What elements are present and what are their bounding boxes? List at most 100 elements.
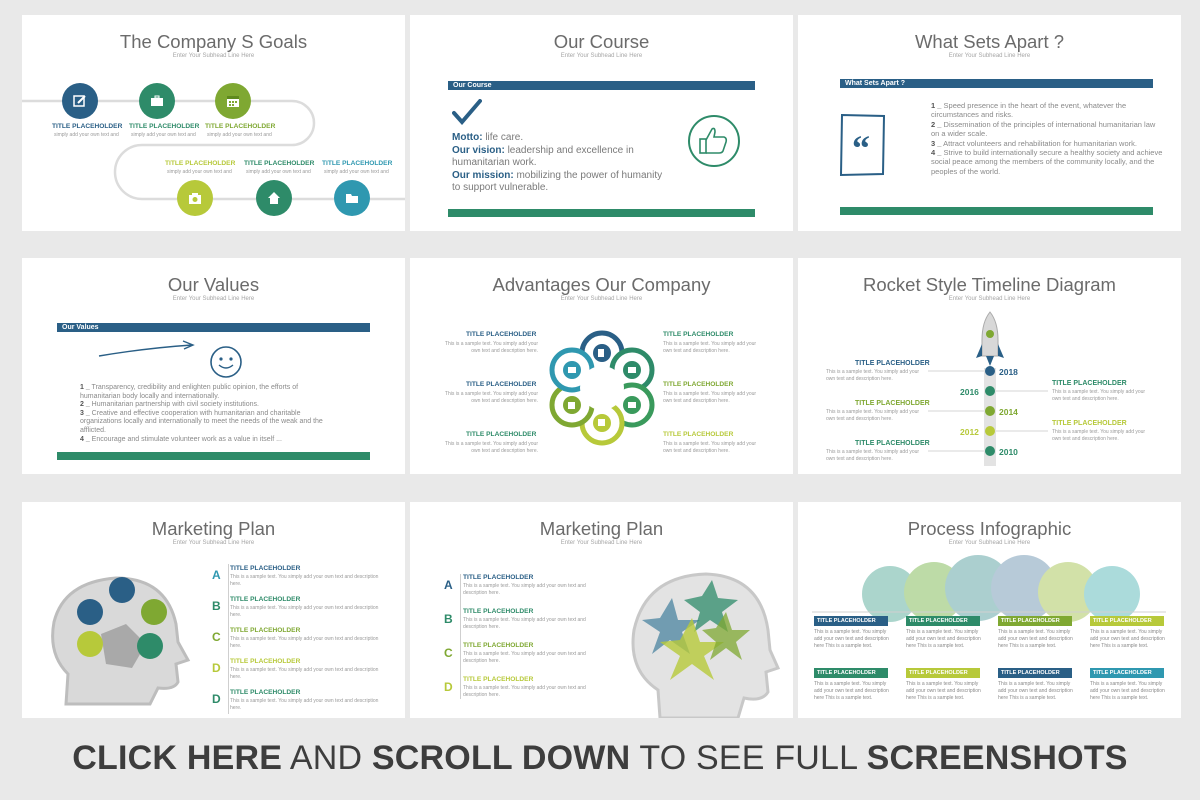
slide-our-course[interactable]: Our Course Enter Your Subhead Line Here … [410, 15, 793, 231]
advantage-label: TITLE PLACEHOLDER [466, 431, 537, 438]
timeline-item-text: This is a sample text. You simply add yo… [826, 369, 920, 382]
slide-subtitle: Enter Your Subhead Line Here [560, 53, 643, 59]
slide-subtitle: Enter Your Subhead Line Here [172, 296, 255, 302]
slide-advantages[interactable]: Advantages Our Company Enter Your Subhea… [410, 258, 793, 474]
vision-label: Our vision: [452, 144, 505, 156]
home-icon [256, 180, 292, 216]
goal-label: TITLE PLACEHOLDER [244, 160, 315, 167]
timeline-dot [985, 366, 995, 376]
edit-icon [62, 83, 98, 119]
process-step-text: This is a sample text. You simply add yo… [1090, 681, 1165, 701]
camera-icon [177, 180, 213, 216]
process-step-text: This is a sample text. You simply add yo… [906, 629, 981, 649]
timeline-item-label: TITLE PLACEHOLDER [855, 440, 930, 447]
rocket-icon [976, 311, 1004, 366]
letter-badge: B [212, 599, 221, 613]
slide-subtitle: Enter Your Subhead Line Here [948, 296, 1031, 302]
goal-text: simply add your own text and [131, 132, 196, 138]
mission-text: mobilizing the power of humanity to supp… [452, 169, 663, 194]
letter-badge: C [212, 630, 221, 644]
section-bar: What Sets Apart ? [840, 79, 1153, 88]
slide-subtitle: Enter Your Subhead Line Here [560, 296, 643, 302]
briefcase-icon [568, 367, 576, 373]
plan-item-text: This is a sample text. You simply add yo… [463, 651, 586, 664]
overlapping-circles [812, 555, 1166, 622]
slide-marketing-plan-2[interactable]: Marketing Plan Enter Your Subhead Line H… [410, 502, 793, 718]
divider-line [460, 574, 461, 699]
cta-click-here[interactable]: CLICK HERE [72, 739, 283, 777]
process-step-label: TITLE PLACEHOLDER [906, 668, 980, 678]
slide-company-goals[interactable]: The Company S Goals Enter Your Subhead L… [22, 15, 405, 231]
advantage-text: This is a sample text. You simply add yo… [663, 441, 757, 454]
slide-our-values[interactable]: Our Values Enter Your Subhead Line Here … [22, 258, 405, 474]
goal-text: simply add your own text and [207, 132, 272, 138]
timeline-path [22, 99, 405, 201]
home-icon [598, 419, 605, 426]
plan-item-text: This is a sample text. You simply add yo… [230, 636, 379, 649]
slide-marketing-plan-1[interactable]: Marketing Plan Enter Your Subhead Line H… [22, 502, 405, 718]
goal-text: simply add your own text and [246, 169, 311, 175]
year-label: 2012 [960, 427, 979, 437]
slide-rocket-timeline[interactable]: Rocket Style Timeline Diagram Enter Your… [798, 258, 1181, 474]
smiley-icon [210, 346, 242, 378]
goal-text: simply add your own text and [167, 169, 232, 175]
divider-line [228, 564, 229, 714]
timeline-dot [985, 406, 995, 416]
slide-subtitle: Enter Your Subhead Line Here [948, 540, 1031, 546]
slide-what-sets-apart[interactable]: What Sets Apart ? Enter Your Subhead Lin… [798, 15, 1181, 231]
advantage-text: This is a sample text. You simply add yo… [663, 391, 757, 404]
advantage-text: This is a sample text. You simply add yo… [444, 441, 538, 454]
letter-badge: D [444, 680, 453, 694]
briefcase-icon [139, 83, 175, 119]
year-label: 2010 [999, 447, 1018, 457]
plan-item-label: TITLE PLACEHOLDER [230, 596, 301, 603]
plan-item-label: TITLE PLACEHOLDER [463, 642, 534, 649]
advantage-text: This is a sample text. You simply add yo… [444, 341, 538, 354]
advantage-label: TITLE PLACEHOLDER [466, 381, 537, 388]
slide-title: Our Values [167, 274, 260, 295]
mission-label: Our mission: [452, 169, 514, 181]
goal-text: simply add your own text and [54, 132, 119, 138]
letter-badge: A [444, 578, 453, 592]
checkmark-icon [452, 99, 482, 125]
scroll-cta[interactable]: CLICK HERE AND SCROLL DOWN TO SEE FULL S… [72, 739, 1128, 777]
plan-item-text: This is a sample text. You simply add yo… [463, 617, 586, 630]
slide-title: What Sets Apart ? [914, 31, 1065, 52]
slide-process-infographic[interactable]: Process Infographic Enter Your Subhead L… [798, 502, 1181, 718]
letter-badge: C [444, 646, 453, 660]
slide-title: Rocket Style Timeline Diagram [863, 274, 1116, 295]
arrow-sketch [98, 340, 195, 357]
camera-icon [628, 367, 636, 373]
timeline-item-label: TITLE PLACEHOLDER [855, 400, 930, 407]
plan-item-text: This is a sample text. You simply add yo… [230, 667, 379, 680]
section-bar: Our Values [57, 323, 370, 332]
plan-item-label: TITLE PLACEHOLDER [230, 565, 301, 572]
motto-label: Motto: [452, 132, 483, 143]
footer-bar [840, 207, 1153, 215]
advantage-label: TITLE PLACEHOLDER [663, 381, 734, 388]
slide-subtitle: Enter Your Subhead Line Here [560, 540, 643, 546]
course-text: Motto: life care. Our vision: leadership… [452, 132, 667, 195]
plan-item-label: TITLE PLACEHOLDER [230, 658, 301, 665]
timeline-item-text: This is a sample text. You simply add yo… [826, 409, 920, 422]
timeline-dot [985, 386, 995, 396]
letter-badge: D [212, 692, 221, 706]
process-step-text: This is a sample text. You simply add yo… [998, 629, 1073, 649]
advantage-label: TITLE PLACEHOLDER [663, 431, 734, 438]
goal-label: TITLE PLACEHOLDER [322, 160, 393, 167]
plan-item-label: TITLE PLACEHOLDER [463, 574, 534, 581]
letter-badge: D [212, 661, 221, 675]
advantage-text: This is a sample text. You simply add yo… [444, 391, 538, 404]
cta-screenshots: SCREENSHOTS [866, 739, 1128, 777]
plan-item-text: This is a sample text. You simply add yo… [230, 605, 379, 618]
timeline-dot [985, 446, 995, 456]
slide-title: The Company S Goals [119, 31, 308, 52]
values-list: 1 _ Transparency, credibility and enligh… [80, 384, 323, 443]
slide-title: Our Course [553, 31, 650, 52]
advantage-text: This is a sample text. You simply add yo… [663, 341, 757, 354]
letter-badge: B [444, 612, 453, 626]
svg-text:“: “ [852, 128, 870, 168]
plan-item-label: TITLE PLACEHOLDER [230, 689, 301, 696]
slide-title: Process Infographic [907, 518, 1072, 539]
plan-item-label: TITLE PLACEHOLDER [463, 608, 534, 615]
